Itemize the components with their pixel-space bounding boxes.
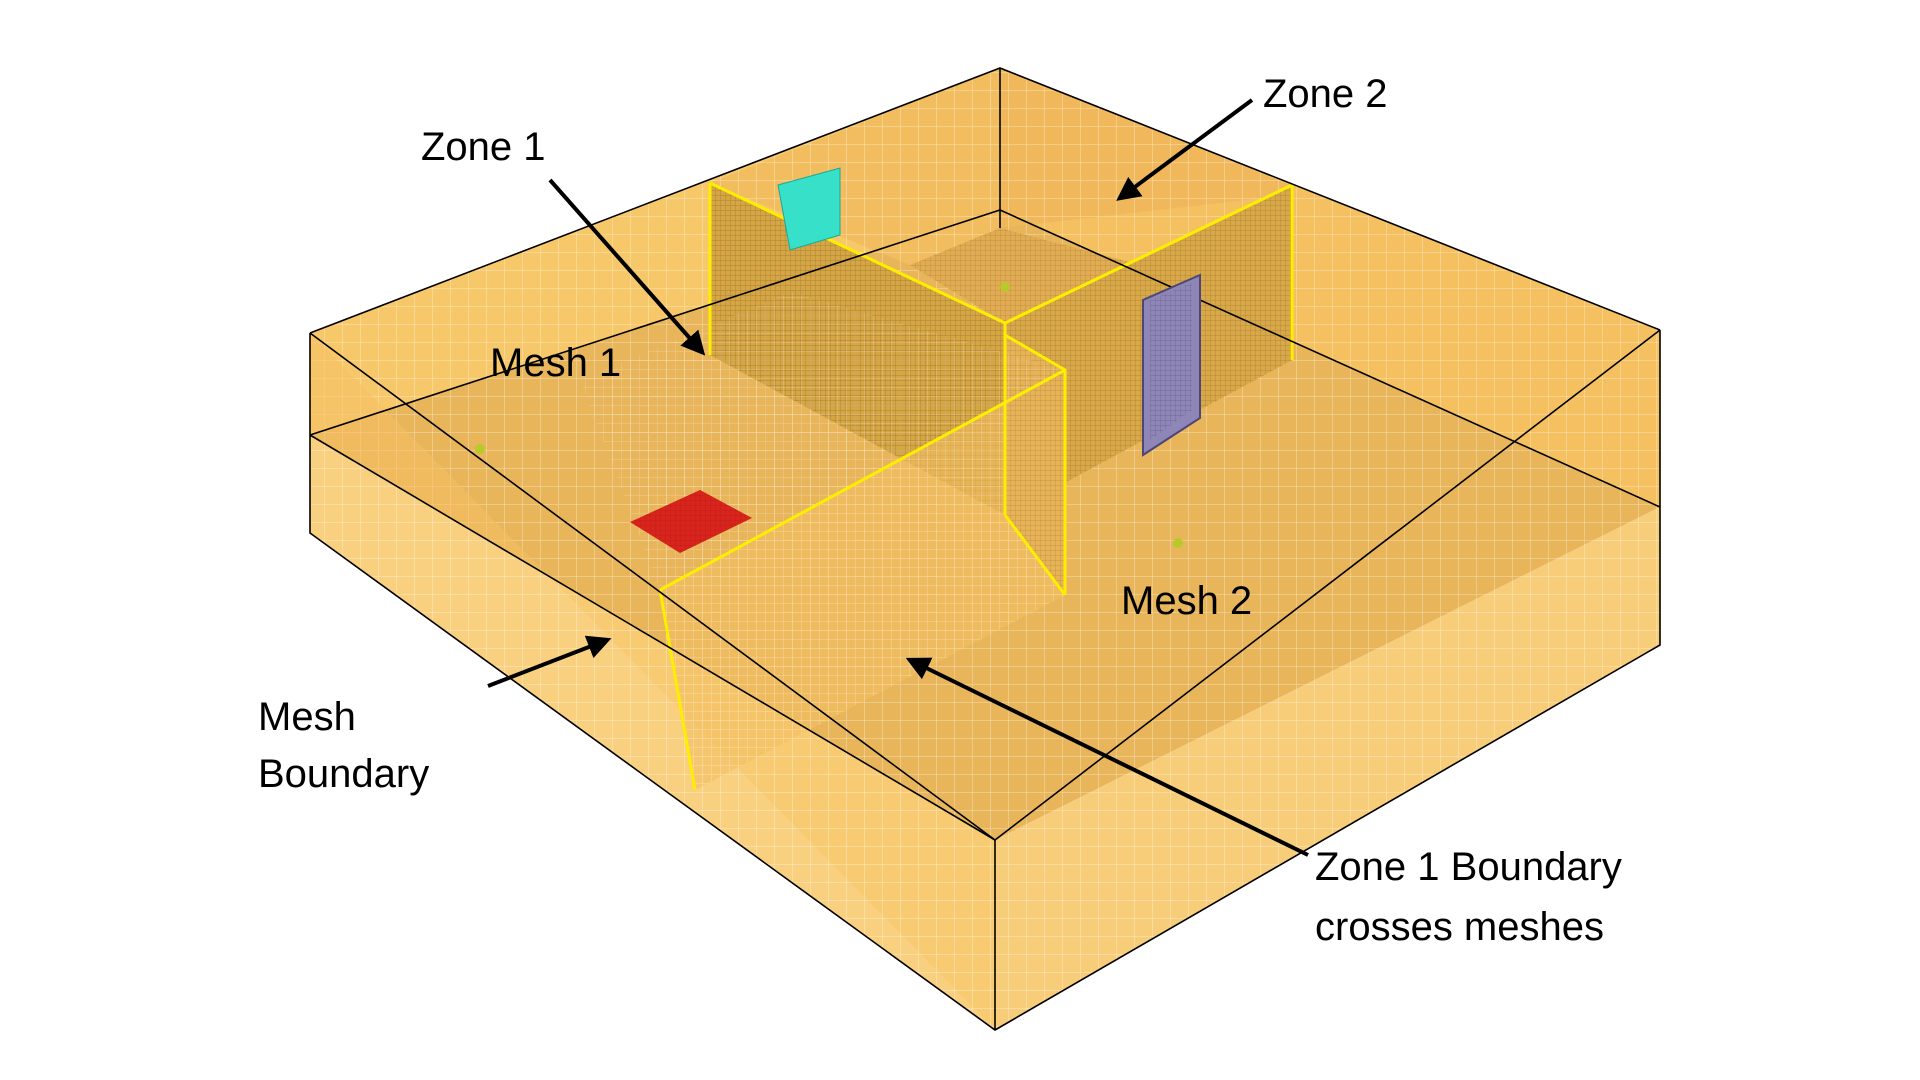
label-mesh1: Mesh 1 bbox=[490, 341, 621, 385]
zone2-center-marker bbox=[1000, 282, 1010, 292]
zone1-boundary-arrow bbox=[905, 657, 1309, 857]
mesh-boundary-arrow bbox=[487, 635, 612, 688]
mesh1-center-marker bbox=[475, 444, 485, 454]
label-mesh-boundary-line1: Mesh bbox=[258, 695, 356, 739]
zone-walls bbox=[580, 68, 1292, 790]
fire-source bbox=[630, 490, 752, 553]
label-zone1-boundary-line2: crosses meshes bbox=[1315, 905, 1604, 949]
label-mesh2: Mesh 2 bbox=[1121, 579, 1252, 623]
label-mesh-boundary-line2: Boundary bbox=[258, 752, 429, 796]
label-zone1-boundary-line1: Zone 1 Boundary bbox=[1315, 845, 1622, 889]
open-vent bbox=[777, 167, 841, 251]
mesh2-center-marker bbox=[1173, 538, 1183, 548]
zone1-arrow bbox=[548, 178, 706, 356]
door bbox=[1142, 273, 1201, 457]
zone2-arrow bbox=[1116, 98, 1254, 201]
label-zone2: Zone 2 bbox=[1263, 72, 1388, 116]
label-zone1: Zone 1 bbox=[421, 125, 546, 169]
domain-edges bbox=[309, 67, 1661, 1031]
